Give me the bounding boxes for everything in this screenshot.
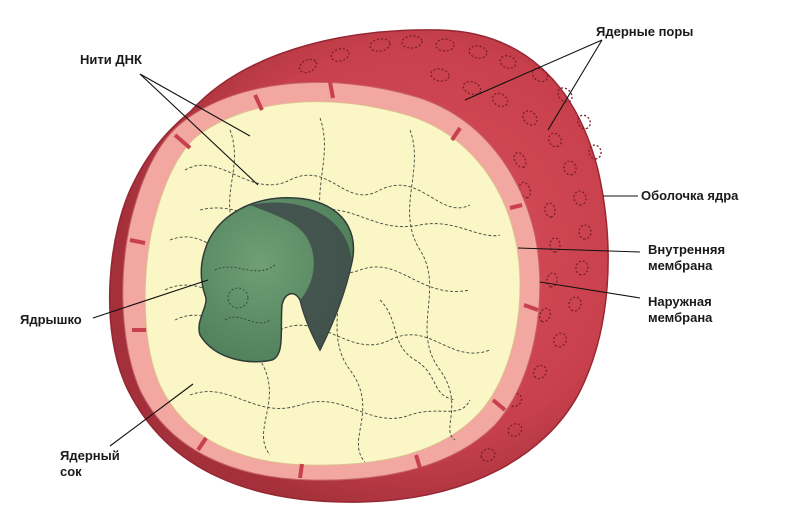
membrane-gap	[328, 81, 335, 99]
nuclear-pore	[513, 151, 527, 169]
nuclear-pore	[568, 296, 582, 312]
membrane-gap	[298, 463, 304, 479]
label-nuclear-envelope: Оболочка ядра	[641, 188, 739, 203]
nuclear-pore	[544, 202, 556, 218]
nuclear-pore	[532, 364, 548, 380]
nuclear-pore	[538, 307, 552, 323]
label-nuclear-pores: Ядерные поры	[596, 24, 694, 39]
nuclear-pore	[435, 38, 455, 52]
nuclear-pore	[578, 224, 592, 240]
label-nuclear-sap-line1: Ядерный	[60, 448, 120, 463]
membrane-gap	[523, 303, 539, 312]
nuclear-pore	[563, 160, 577, 176]
nuclear-pore	[549, 237, 561, 253]
nuclear-pore	[480, 448, 496, 462]
label-inner-membrane-line1: Внутренняя	[648, 242, 726, 257]
label-outer-membrane: Наружная мембрана	[648, 294, 712, 326]
nucleolus-shadow	[250, 202, 352, 350]
nuclear-pore	[499, 55, 517, 69]
label-inner-membrane-line2: мембрана	[648, 258, 713, 273]
nuclear-pore	[369, 38, 391, 52]
membrane-segments	[129, 81, 539, 479]
nucleolus-granules	[214, 264, 276, 324]
membrane-gap	[173, 133, 192, 150]
nuclear-pore	[548, 132, 562, 148]
label-nucleolus: Ядрышко	[20, 312, 82, 327]
nuclear-pore	[330, 48, 350, 62]
membrane-gap	[491, 398, 507, 412]
nuclear-pore	[430, 68, 450, 82]
membrane-gap	[509, 203, 523, 210]
nuclear-pore	[546, 272, 558, 288]
label-outer-membrane-line1: Наружная	[648, 294, 712, 309]
nuclear-pore	[588, 144, 602, 160]
label-nuclear-sap: Ядерный сок	[60, 448, 120, 480]
membrane-gap	[129, 238, 146, 245]
membrane-gap	[450, 126, 462, 142]
nuclear-pore	[575, 260, 589, 276]
nuclear-pore	[577, 114, 591, 130]
nuclear-pore	[553, 332, 567, 348]
label-nuclear-sap-line2: сок	[60, 464, 82, 479]
label-outer-membrane-line2: мембрана	[648, 310, 713, 325]
leader-lines	[92, 39, 641, 447]
nuclear-pore	[298, 58, 318, 74]
nuclear-pore	[573, 190, 587, 206]
nuclear-pore	[491, 92, 509, 108]
label-dna-threads: Нити ДНК	[80, 52, 142, 67]
nuclear-pore	[507, 423, 523, 437]
nuclear-pore	[518, 181, 532, 199]
membrane-gap	[196, 436, 208, 452]
label-inner-membrane: Внутренняя мембрана	[648, 242, 725, 274]
membrane-gap	[253, 94, 264, 111]
membrane-gap	[414, 454, 422, 469]
